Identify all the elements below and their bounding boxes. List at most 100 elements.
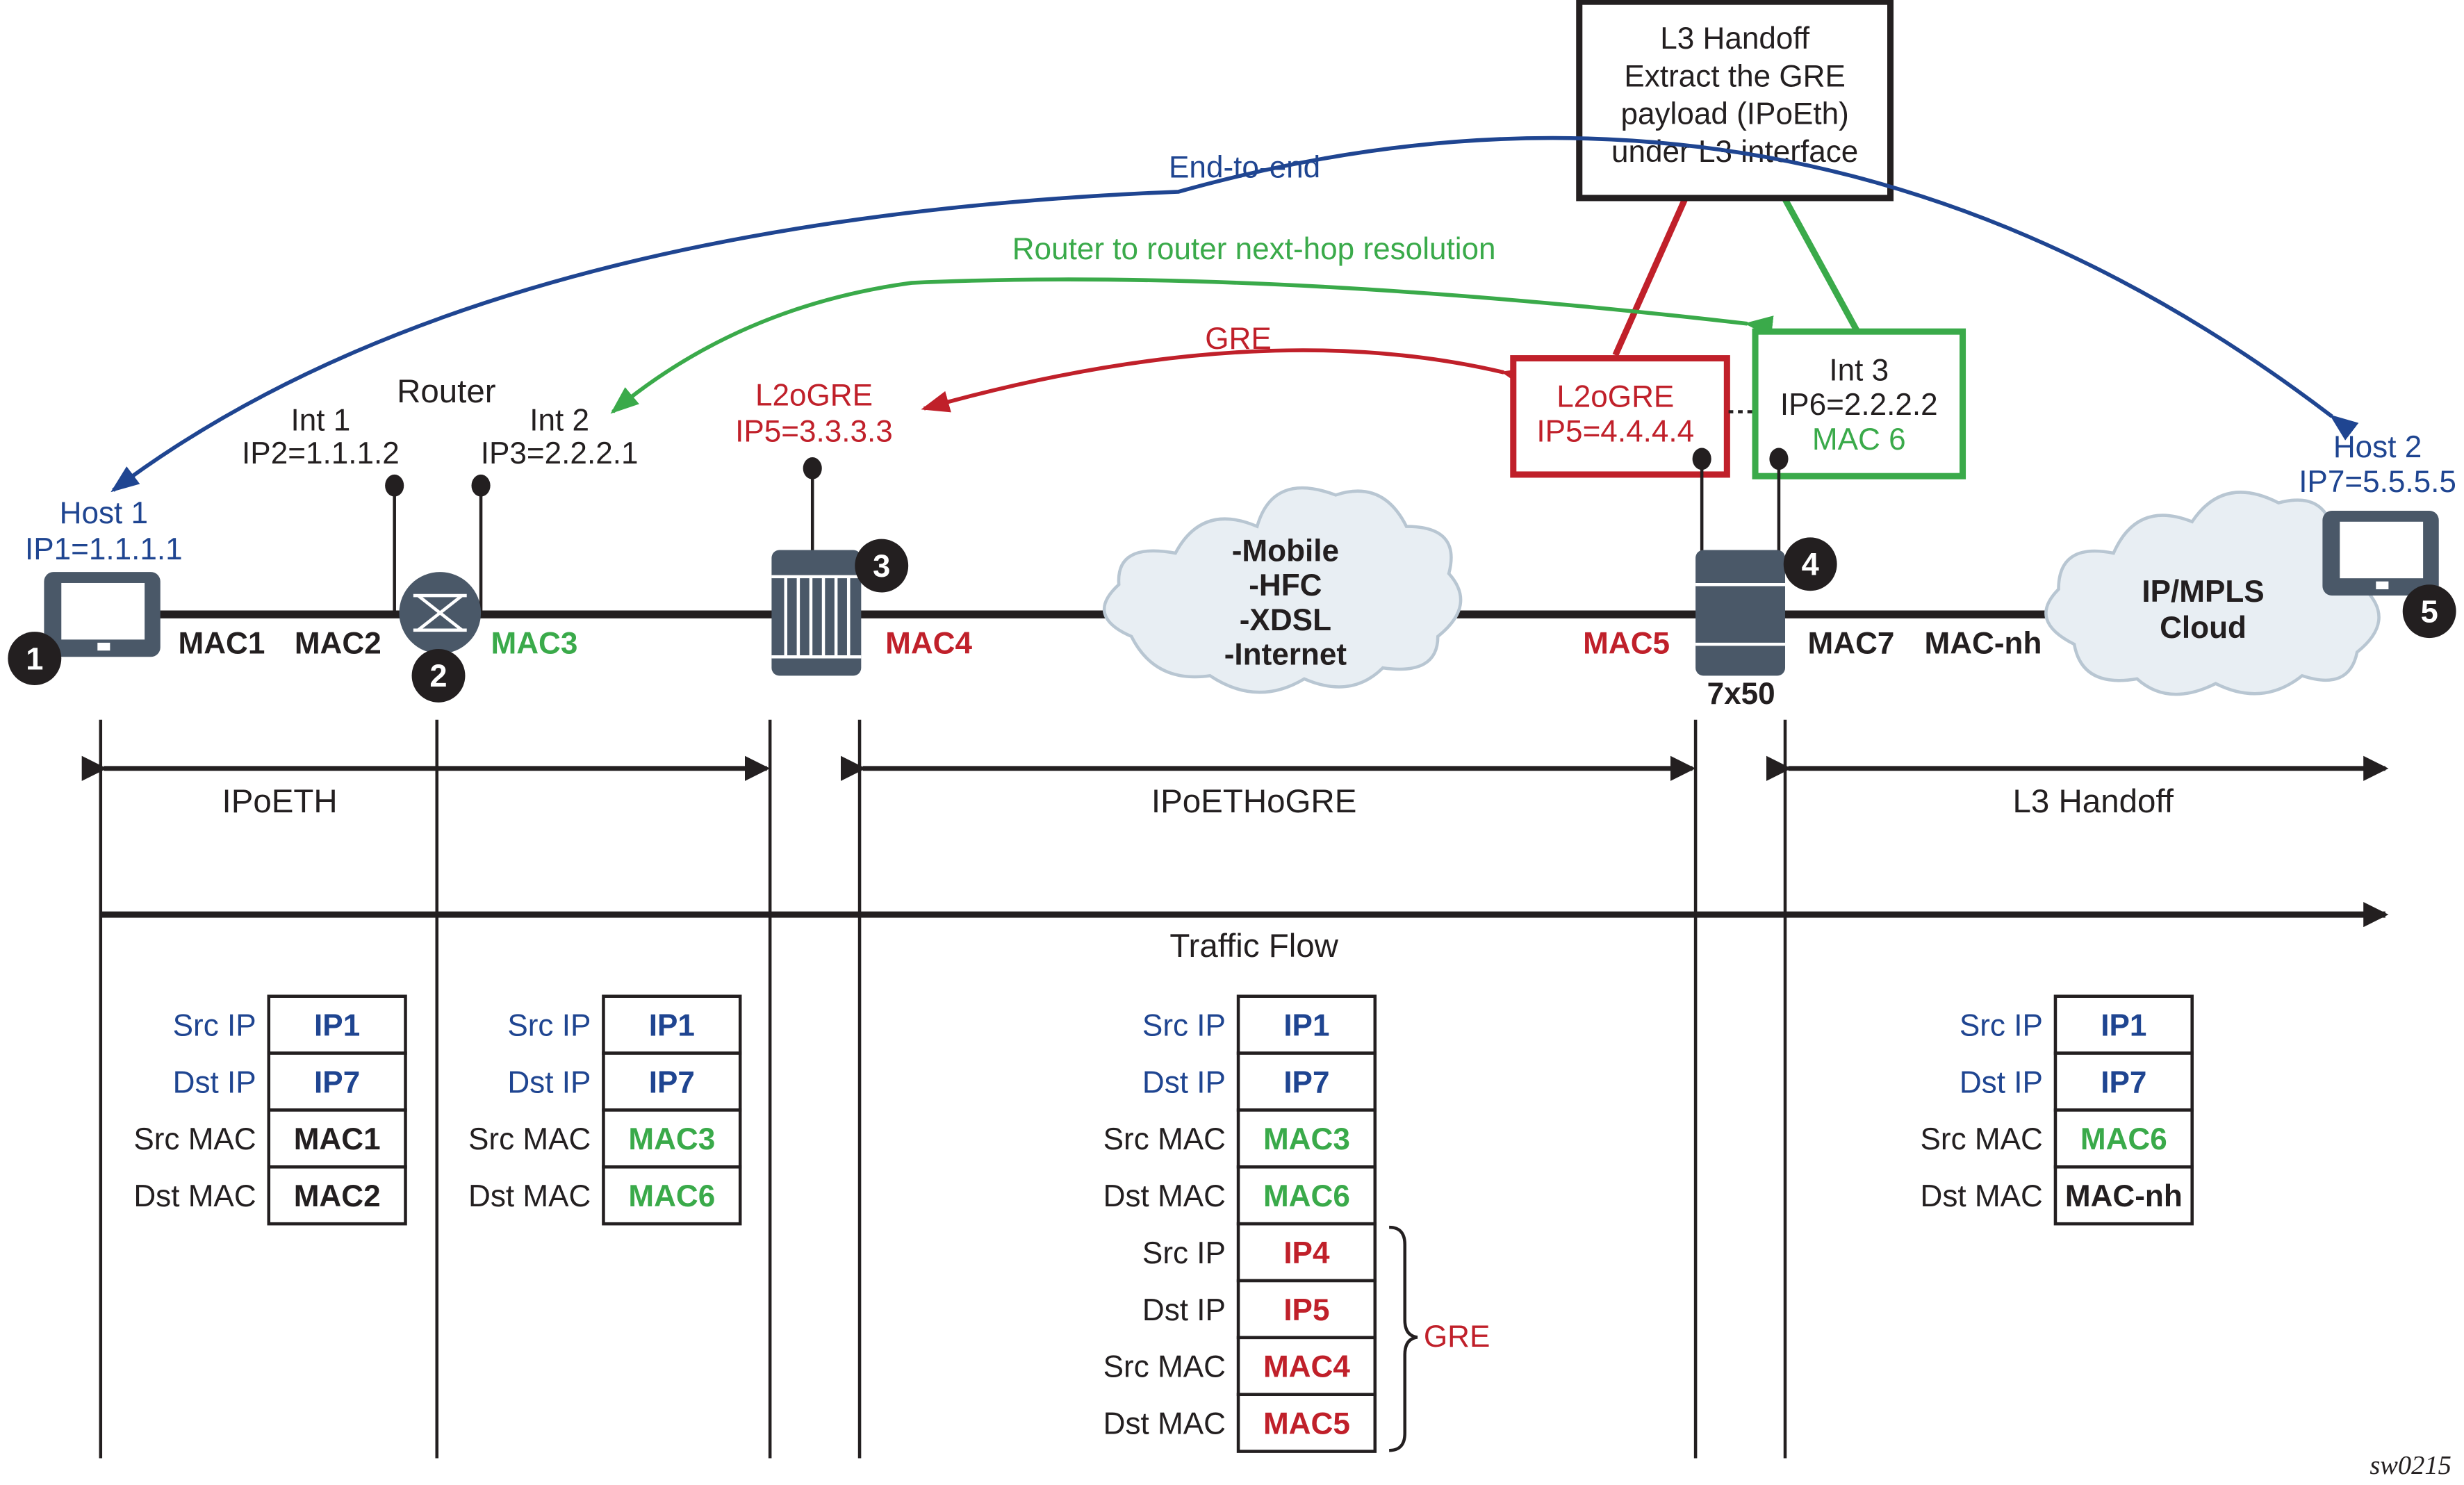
int1-label: Int 1 (291, 404, 351, 438)
header-field-label: Dst IP (1960, 1065, 2043, 1099)
router-to-router-arrow (610, 277, 1774, 414)
header-field-value: IP7 (1283, 1065, 1329, 1099)
gre-gateway-left: L2oGRE IP5=3.3.3.3 (735, 378, 893, 676)
header-field-label: Src MAC (468, 1122, 591, 1156)
router-to-router-arc: Router to router next-hop resolution (610, 232, 1774, 414)
header-field-label: Src IP (173, 1008, 256, 1042)
header-field-value: MAC6 (2080, 1122, 2167, 1156)
header-field-value: IP1 (314, 1008, 360, 1042)
header-field-value: MAC4 (1263, 1350, 1350, 1384)
header-field-label: Dst IP (173, 1065, 256, 1099)
tablet-button (97, 642, 110, 651)
l3-handoff-label: L3 Handoff (2013, 783, 2174, 820)
pin-gre-right-head (1692, 448, 1711, 470)
int3-name: Int 3 (1829, 353, 1889, 387)
header-cell (602, 1165, 742, 1226)
segment-l3-handoff: L3 Handoff (1766, 755, 2389, 820)
host-2: Host 2 IP7=5.5.5.5 (2299, 430, 2456, 596)
svg-text:3: 3 (873, 548, 890, 584)
int1-ip: IP2=1.1.1.2 (242, 436, 400, 470)
tablet-button (2376, 581, 2389, 590)
handoff-line-1: L3 Handoff (1660, 22, 1810, 56)
header-field-label: Dst IP (507, 1065, 591, 1099)
ipoeth-label: IPoETH (222, 783, 338, 820)
header-cell (2053, 1165, 2194, 1226)
int2-ip: IP3=2.2.2.1 (481, 436, 639, 470)
router-to-router-label: Router to router next-hop resolution (1012, 232, 1496, 266)
router: Router Int 1 IP2=1.1.1.2 Int 2 IP3=2.2.2… (242, 373, 638, 654)
mpls-cloud: IP/MPLS Cloud (2044, 491, 2381, 696)
header-row: Dst IP IP5 (1142, 1279, 1377, 1340)
end-to-end-arc: End-to-end (110, 136, 2359, 493)
svg-text:5: 5 (2421, 594, 2438, 630)
header-field-label: Src MAC (1921, 1122, 2043, 1156)
mac2-label: MAC2 (295, 627, 381, 661)
header-field-value: IP5 (1283, 1293, 1329, 1327)
header-field-label: Dst MAC (468, 1179, 591, 1213)
header-row: Src MAC MAC6 (1921, 1108, 2194, 1169)
router-title: Router (397, 373, 496, 410)
int2-label: Int 2 (529, 404, 589, 438)
header-field-value: MAC3 (1263, 1122, 1350, 1156)
header-field-label: Dst MAC (1103, 1179, 1226, 1213)
gre-endpoint-right: L2oGRE IP5=4.4.4.4 (1510, 355, 1730, 478)
end-to-end-label: End-to-end (1169, 151, 1320, 185)
gre-right-name: L2oGRE (1557, 380, 1674, 414)
header-field-value: MAC6 (1263, 1179, 1350, 1213)
device-7x50: 7x50 (1692, 448, 1789, 711)
badge-2: 2 (411, 648, 466, 703)
mac7-label: MAC7 (1808, 627, 1895, 661)
header-cell (1236, 1222, 1377, 1283)
header-row: Src MAC MAC3 (1103, 1108, 1377, 1169)
segment-ipoeth: IPoETH (81, 755, 771, 820)
header-field-value: MAC1 (294, 1122, 381, 1156)
header-field-label: Src IP (1960, 1008, 2043, 1042)
header-field-label: Dst MAC (1921, 1179, 2043, 1213)
header-row: Src IP IP1 (173, 994, 407, 1055)
header-cell (1236, 1279, 1377, 1340)
handoff-line-2: Extract the GRE (1624, 59, 1845, 93)
segment-dividers (99, 719, 1787, 1459)
badge-4: 4 (1783, 537, 1837, 591)
host-1: Host 1 IP1=1.1.1.1 (25, 496, 183, 657)
header-field-label: Dst IP (1142, 1293, 1226, 1327)
header-cell (267, 1051, 407, 1112)
mpls-line-1: IP/MPLS (2142, 575, 2264, 609)
gre-left-ip: IP5=3.3.3.3 (735, 414, 893, 448)
header-field-value: MAC2 (294, 1179, 381, 1213)
header-field-label: Src MAC (133, 1122, 256, 1156)
handoff-line-3: payload (IPoEth) (1620, 97, 1848, 131)
l3-handoff-callout: L3 Handoff Extract the GRE payload (IPoE… (1576, 0, 1894, 356)
header-field-label: Dst IP (1142, 1065, 1226, 1099)
mac1-label: MAC1 (178, 627, 265, 661)
header-field-label: Src MAC (1103, 1122, 1226, 1156)
gre-brace-label: GRE (1424, 1320, 1490, 1354)
header-field-value: IP4 (1283, 1236, 1330, 1270)
header-field-value: IP1 (649, 1008, 695, 1042)
int3-ip: IP6=2.2.2.2 (1780, 388, 1938, 422)
header-field-value: IP1 (1283, 1008, 1329, 1042)
gre-brace-shape (1389, 1225, 1418, 1452)
header-row: Dst MAC MAC6 (1103, 1165, 1377, 1226)
header-cell (1236, 994, 1377, 1055)
host-2-name: Host 2 (2333, 430, 2422, 464)
cloud-shape (1102, 486, 1463, 694)
header-cell (2053, 994, 2194, 1055)
host-1-name: Host 1 (60, 496, 148, 530)
header-cell (1236, 1336, 1377, 1397)
